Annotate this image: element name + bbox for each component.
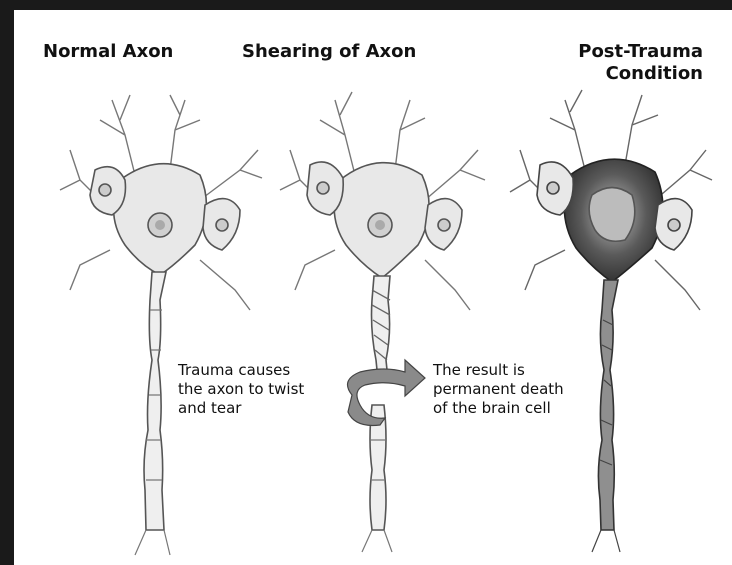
- title-line: Condition: [530, 63, 703, 85]
- caption-line: Trauma causes: [178, 361, 304, 380]
- panel-title-normal-axon: Normal Axon: [43, 41, 173, 63]
- caption-line: and tear: [178, 399, 304, 418]
- caption-trauma: Trauma causes the axon to twist and tear: [178, 361, 304, 418]
- caption-line: permanent death: [433, 380, 564, 399]
- title-line: Normal Axon: [43, 41, 173, 62]
- caption-line: The result is: [433, 361, 564, 380]
- normal-neuron: [60, 95, 262, 555]
- shearing-neuron: [280, 92, 485, 552]
- post-trauma-neuron: [510, 90, 712, 552]
- panel-title-shearing-of-axon: Shearing of Axon: [242, 41, 416, 63]
- title-line: Shearing of Axon: [242, 41, 416, 62]
- twist-arrow-icon: [348, 360, 426, 425]
- panel-title-post-trauma-condition: Post-Trauma Condition: [530, 41, 703, 85]
- caption-result: The result is permanent death of the bra…: [433, 361, 564, 418]
- title-line: Post-Trauma: [530, 41, 703, 63]
- caption-line: of the brain cell: [433, 399, 564, 418]
- caption-line: the axon to twist: [178, 380, 304, 399]
